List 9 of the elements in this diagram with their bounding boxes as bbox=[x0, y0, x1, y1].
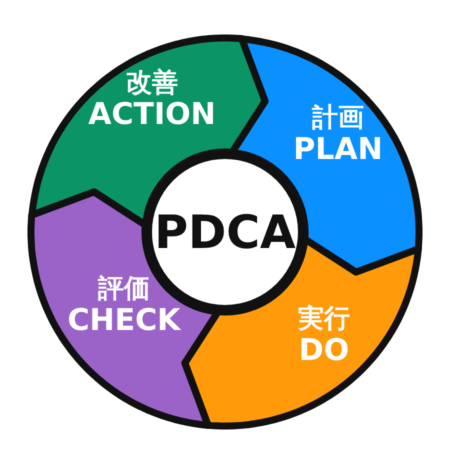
center-title: PDCA bbox=[154, 205, 296, 259]
stage-code: CHECK bbox=[68, 304, 180, 337]
stage-name: 改善 bbox=[124, 69, 179, 98]
stage-name: 評価 bbox=[96, 275, 151, 304]
stage-code: ACTION bbox=[88, 98, 216, 131]
stage-code: PLAN bbox=[293, 132, 383, 166]
stage-name: 実行 bbox=[298, 305, 350, 334]
stage-name: 計画 bbox=[310, 104, 365, 133]
stage-code: DO bbox=[298, 334, 350, 367]
